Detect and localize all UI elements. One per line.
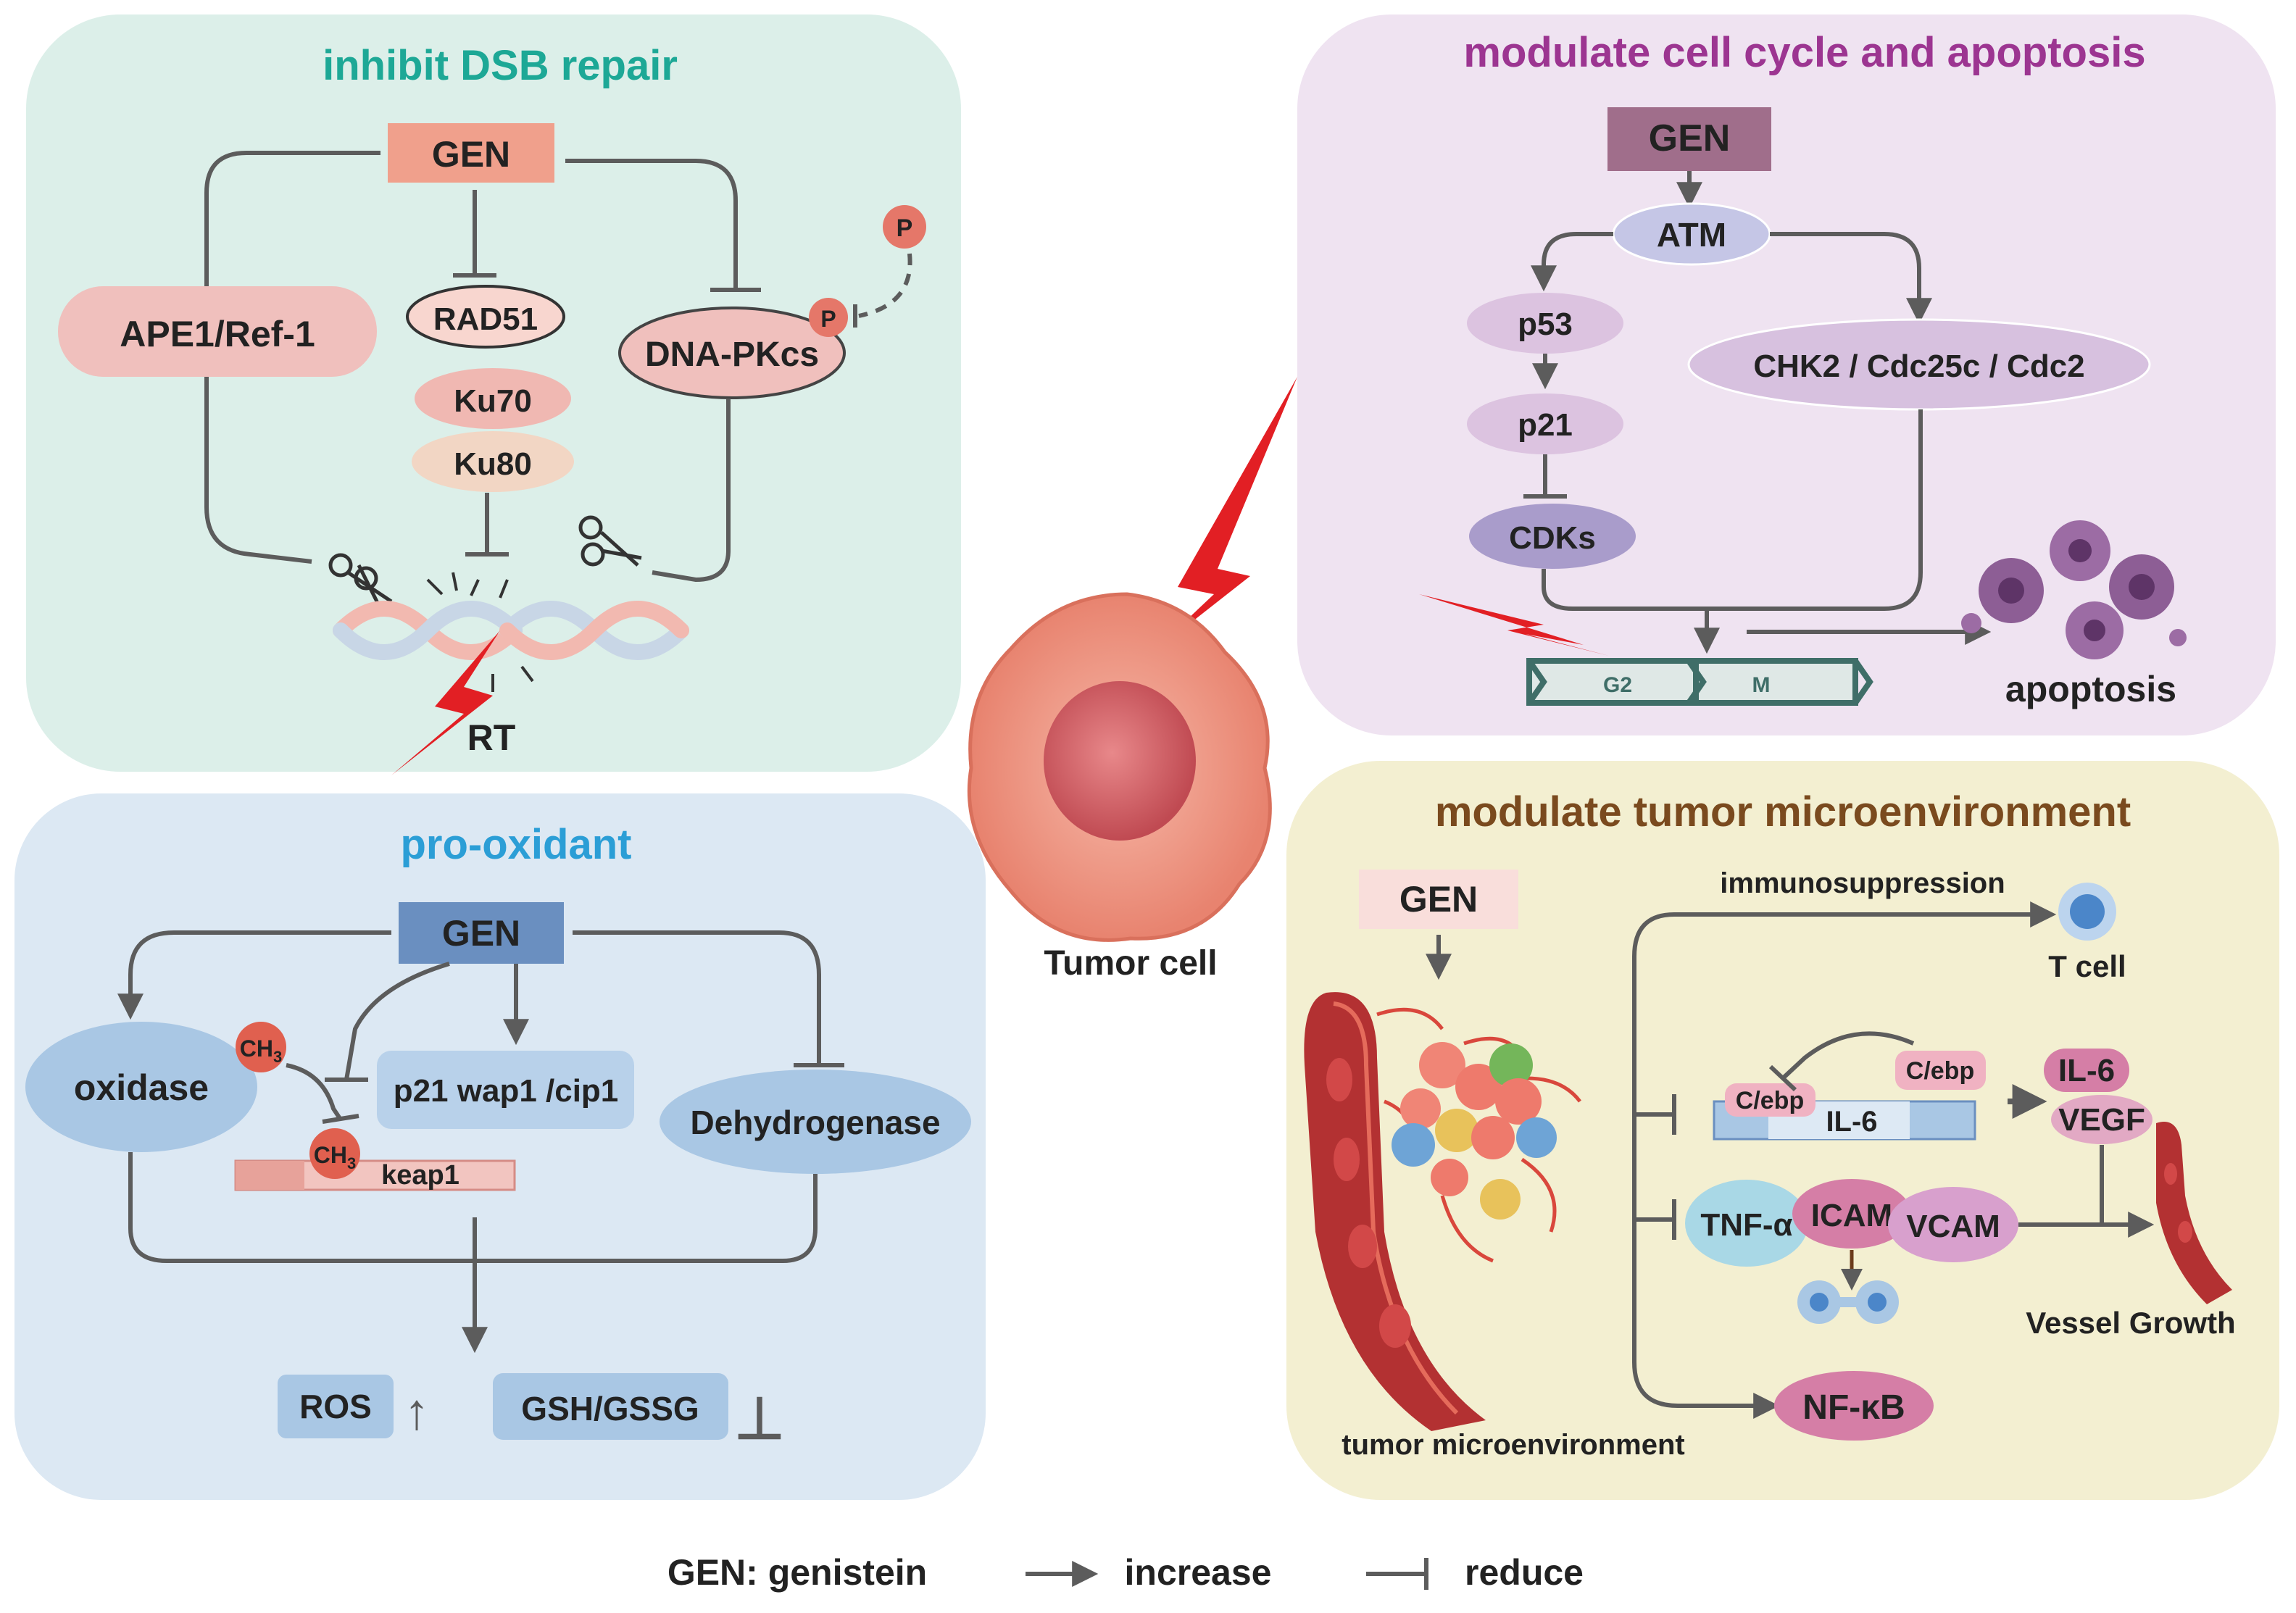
dsb-gen-label: GEN — [432, 134, 510, 175]
ape1-node — [58, 286, 377, 377]
tumor-nucleus — [1044, 681, 1196, 841]
vcam-node — [1888, 1187, 2018, 1262]
p21wap-label: p21 wap1 /cip1 — [394, 1073, 619, 1109]
immunosuppression-label: immunosuppression — [1720, 867, 2005, 899]
center-radiation-bolt-icon — [1149, 377, 1297, 656]
po-gen-box — [399, 902, 564, 964]
cc-gen-label: GEN — [1649, 117, 1731, 159]
adhesion-molecule-icon — [1797, 1280, 1899, 1324]
dehydrogenase-label: Dehydrogenase — [690, 1104, 940, 1141]
atm-label: ATM — [1657, 216, 1726, 254]
ch3-group-icon — [236, 1022, 286, 1072]
g2-label: G2 — [1603, 673, 1632, 697]
cc-radiation-bolt-icon — [1419, 594, 1609, 656]
p21-node — [1467, 393, 1623, 454]
vessel-growth-icon — [2156, 1122, 2232, 1304]
cell-cycle-title: modulate cell cycle and apoptosis — [1463, 29, 2145, 76]
cdks-label: CDKs — [1509, 520, 1596, 556]
t-cell-label: T cell — [2048, 949, 2126, 983]
pro-oxidant-title: pro-oxidant — [401, 821, 632, 868]
po-gen-label: GEN — [442, 913, 520, 954]
tnf-node — [1685, 1180, 1808, 1267]
nfkb-node — [1774, 1371, 1934, 1441]
ape1-label: APE1/Ref-1 — [120, 314, 315, 354]
scissors-icon-right — [578, 515, 642, 567]
ros-label: ROS — [299, 1388, 372, 1425]
gsh-reduce-marker: ⊥ — [734, 1386, 785, 1451]
icam-label: ICAM — [1811, 1198, 1892, 1233]
t-cell-icon — [2058, 883, 2116, 941]
dsb-gen-box — [388, 123, 554, 183]
il6-gene-label: IL-6 — [1826, 1106, 1877, 1138]
legend-gen: GEN: genistein — [667, 1552, 927, 1593]
dehydrogenase-node — [660, 1070, 971, 1174]
vcam-label: VCAM — [1906, 1209, 2000, 1244]
nfkb-label: NF-κB — [1802, 1388, 1905, 1427]
svg-text:CH3: CH3 — [240, 1035, 282, 1066]
p21-label: p21 — [1518, 407, 1573, 443]
rt-label: RT — [467, 717, 516, 758]
icam-node — [1792, 1179, 1911, 1249]
g2-m-phase-bar — [1526, 658, 1873, 706]
p53-node — [1467, 293, 1623, 354]
legend-reduce: reduce — [1465, 1552, 1584, 1593]
tme-gen-box — [1359, 870, 1518, 929]
ku70-label: Ku70 — [454, 383, 532, 419]
dsb-title: inhibit DSB repair — [323, 42, 678, 89]
cc-gen-box — [1607, 107, 1771, 171]
vegf-node — [2051, 1095, 2152, 1144]
apoptosis-label: apoptosis — [2005, 669, 2176, 709]
chk2-label: CHK2 / Cdc25c / Cdc2 — [1753, 349, 2084, 384]
vegf-label: VEGF — [2058, 1102, 2145, 1138]
ros-increase-arrow: ↑ — [404, 1383, 430, 1440]
rad51-label: RAD51 — [433, 301, 538, 337]
gsh-label: GSH/GSSG — [521, 1390, 699, 1427]
svg-text:P: P — [897, 214, 913, 242]
ku80-node — [412, 431, 574, 492]
ros-node — [278, 1375, 394, 1438]
oxidase-label: oxidase — [74, 1067, 209, 1108]
ku70-node — [415, 368, 571, 429]
tumor-vessel-illustration — [1304, 992, 1581, 1431]
cebp-free-node — [1895, 1051, 1986, 1090]
il6-node — [2044, 1049, 2129, 1092]
cebp-bound-label: C/ebp — [1736, 1087, 1804, 1114]
tme-title: modulate tumor microenvironment — [1435, 788, 2131, 835]
rad51-node — [406, 285, 565, 349]
keap1-label: keap1 — [381, 1160, 459, 1191]
dnapkcs-node — [618, 307, 846, 399]
svg-text:CH3: CH3 — [314, 1142, 356, 1172]
ch3-keap1-icon — [309, 1128, 360, 1179]
apoptotic-cells-icon — [1961, 520, 2187, 659]
panel-pro-oxidant-bg — [14, 793, 986, 1500]
legend-increase: increase — [1125, 1552, 1272, 1593]
p21wap-node — [377, 1051, 634, 1129]
il6-label: IL-6 — [2058, 1053, 2115, 1088]
dnapkcs-label: DNA-PKcs — [645, 335, 819, 374]
m-label: M — [1752, 673, 1771, 697]
p53-label: p53 — [1518, 307, 1573, 342]
tnf-label: TNF-α — [1700, 1207, 1792, 1243]
dsb-link-ape1 — [204, 151, 380, 290]
ku80-label: Ku80 — [454, 446, 532, 482]
cebp-free-label: C/ebp — [1906, 1057, 1974, 1085]
tme-label: tumor microenvironment — [1342, 1429, 1684, 1461]
cdks-node — [1469, 504, 1636, 569]
cebp-bound-node — [1725, 1083, 1815, 1117]
tumor-cell-label: Tumor cell — [1044, 944, 1217, 983]
dsb-link-dnapk — [565, 159, 738, 290]
tme-gen-label: GEN — [1399, 879, 1478, 920]
gsh-node — [493, 1373, 728, 1440]
oxidase-node — [25, 1022, 257, 1152]
radiation-bolt-icon — [391, 630, 500, 775]
vessel-growth-label: Vessel Growth — [2026, 1306, 2235, 1340]
free-phosphate — [883, 205, 926, 249]
svg-text:P: P — [820, 306, 836, 332]
dnapkcs-phospho — [809, 298, 848, 337]
